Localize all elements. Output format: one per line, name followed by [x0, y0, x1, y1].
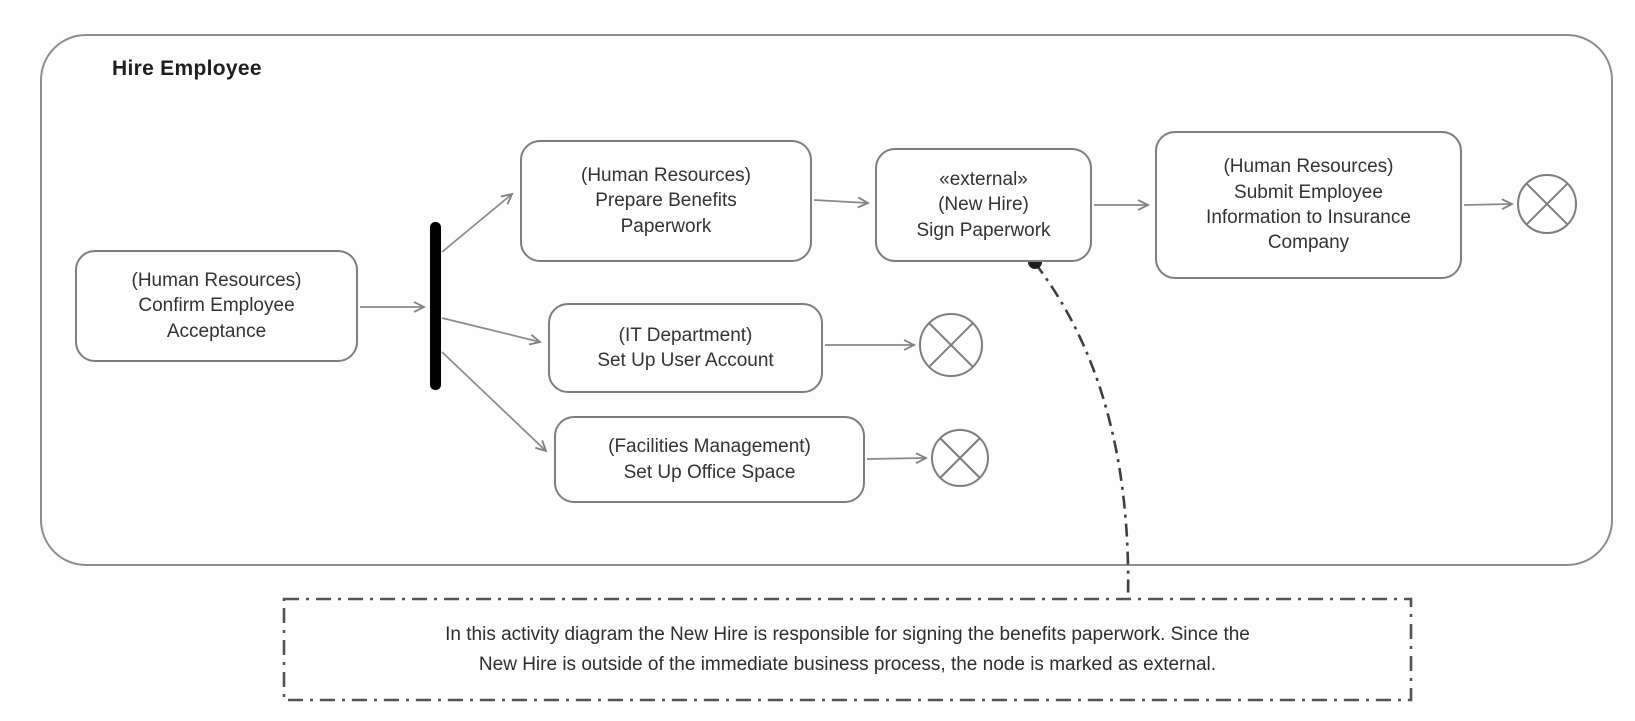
note-text: In this activity diagram the New Hire is… — [445, 624, 1250, 675]
edge-office-to-flowfinal3 — [866, 452, 929, 464]
edge-submit-to-flowfinal1 — [1463, 198, 1515, 211]
note-anchor-connector — [1033, 262, 1130, 599]
edge-fork-to-setup-office — [441, 351, 548, 453]
node-sign-paperwork: «external» (New Hire) Sign Paperwork — [875, 148, 1092, 262]
flow-final-2-icon — [919, 313, 983, 377]
flow-final-3-icon — [931, 429, 989, 487]
edge-prepare-to-sign — [813, 196, 871, 209]
edge-fork-to-prepare-benefits — [441, 192, 514, 253]
node-setup-office-space: (Facilities Management) Set Up Office Sp… — [554, 416, 865, 503]
flow-final-1-icon — [1517, 174, 1577, 234]
activity-frame — [40, 34, 1613, 566]
edge-fork-to-setup-account — [441, 317, 542, 346]
node-prepare-benefits: (Human Resources) Prepare Benefits Paper… — [520, 140, 812, 262]
note-box-border — [282, 597, 1413, 702]
diagram-title: Hire Employee — [112, 57, 262, 80]
node-submit-insurance-info: (Human Resources) Submit Employee Inform… — [1155, 131, 1462, 279]
node-confirm-acceptance: (Human Resources) Confirm Employee Accep… — [75, 250, 358, 362]
fork-bar — [430, 222, 441, 390]
node-setup-user-account: (IT Department) Set Up User Account — [548, 303, 823, 393]
